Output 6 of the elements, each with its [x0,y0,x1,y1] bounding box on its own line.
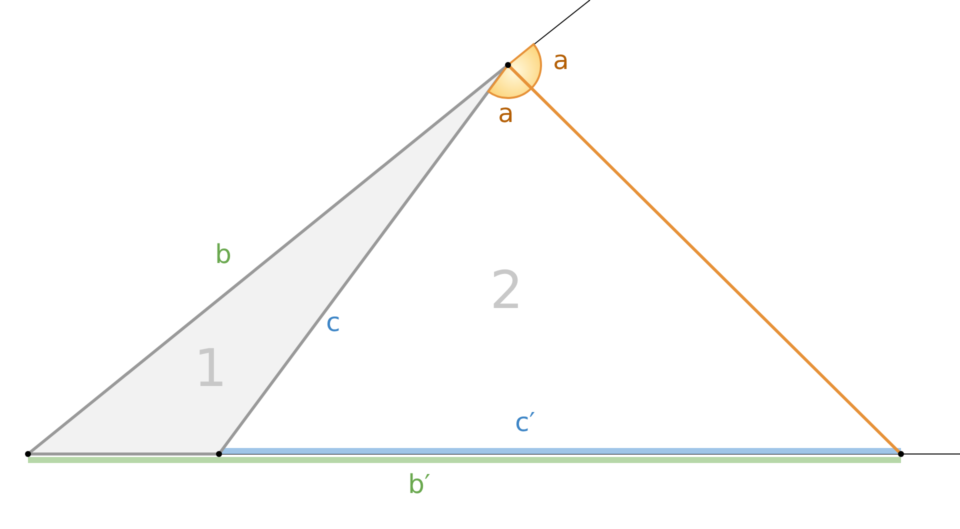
side-label: b [215,242,232,268]
side-label: c′ [515,410,536,436]
angle-label: a [498,101,514,127]
side-label: b′ [408,472,430,498]
side-label: c [326,310,340,336]
angle-label: a [553,48,569,74]
